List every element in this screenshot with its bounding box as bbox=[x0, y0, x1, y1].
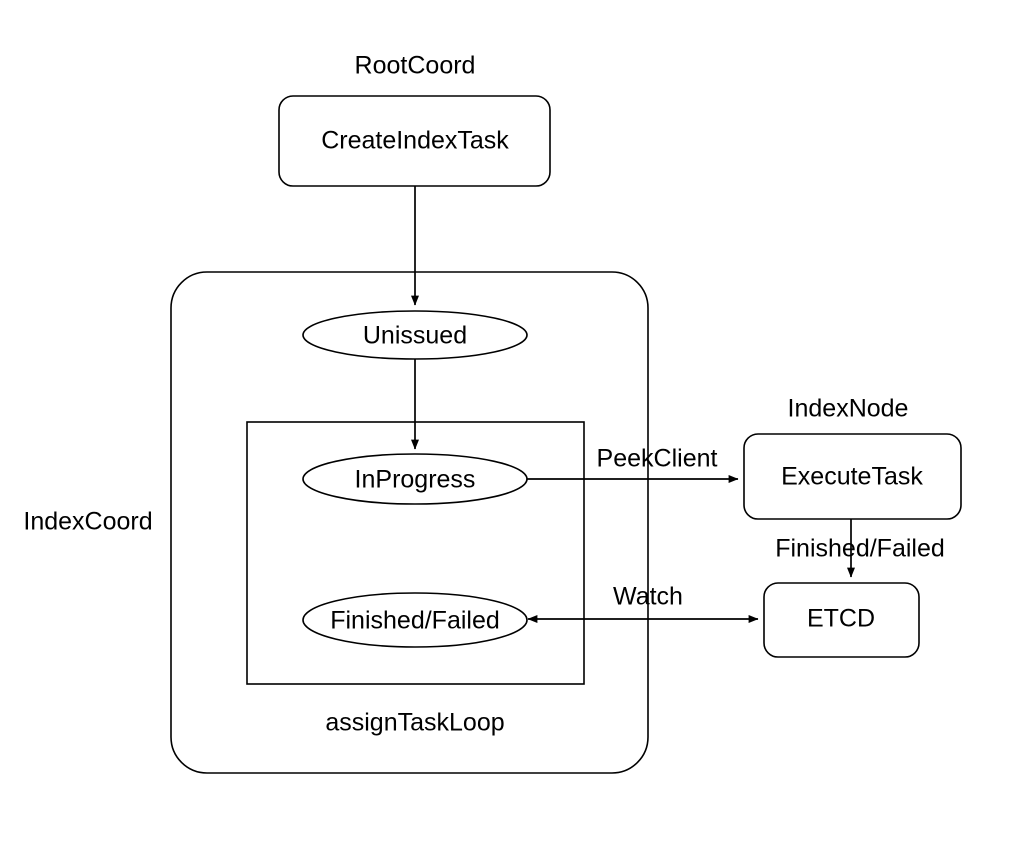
group-label-root-coord: RootCoord bbox=[355, 52, 476, 80]
node-label-in-progress: InProgress bbox=[355, 466, 476, 494]
node-execute-task[interactable]: ExecuteTask bbox=[743, 433, 962, 520]
node-label-etcd: ETCD bbox=[807, 605, 875, 633]
group-label-index-node: IndexNode bbox=[788, 395, 909, 423]
edge-label-watch: Watch bbox=[613, 583, 683, 611]
node-unissued[interactable]: Unissued bbox=[302, 310, 528, 360]
node-label-create-index-task: CreateIndexTask bbox=[321, 127, 509, 155]
edge-label-peek-client: PeekClient bbox=[597, 445, 718, 473]
node-label-finished-failed: Finished/Failed bbox=[330, 607, 500, 635]
node-shape-etcd[interactable] bbox=[763, 582, 920, 658]
node-in-progress[interactable]: InProgress bbox=[302, 453, 528, 505]
group-label-assign-task-loop: assignTaskLoop bbox=[325, 709, 504, 737]
edge-label-finished-failed: Finished/Failed bbox=[775, 535, 945, 563]
node-shape-create-index-task[interactable] bbox=[278, 95, 551, 187]
node-label-unissued: Unissued bbox=[363, 322, 467, 350]
group-label-index-coord: IndexCoord bbox=[23, 508, 152, 536]
node-shape-execute-task[interactable] bbox=[743, 433, 962, 520]
node-finished-failed[interactable]: Finished/Failed bbox=[302, 592, 528, 648]
node-shape-finished-failed[interactable] bbox=[302, 592, 528, 648]
group-container-index-coord bbox=[170, 271, 649, 774]
node-shape-unissued[interactable] bbox=[302, 310, 528, 360]
node-shape-in-progress[interactable] bbox=[302, 453, 528, 505]
node-etcd[interactable]: ETCD bbox=[763, 582, 920, 658]
node-create-index-task[interactable]: CreateIndexTask bbox=[278, 95, 551, 187]
node-label-execute-task: ExecuteTask bbox=[781, 463, 923, 491]
